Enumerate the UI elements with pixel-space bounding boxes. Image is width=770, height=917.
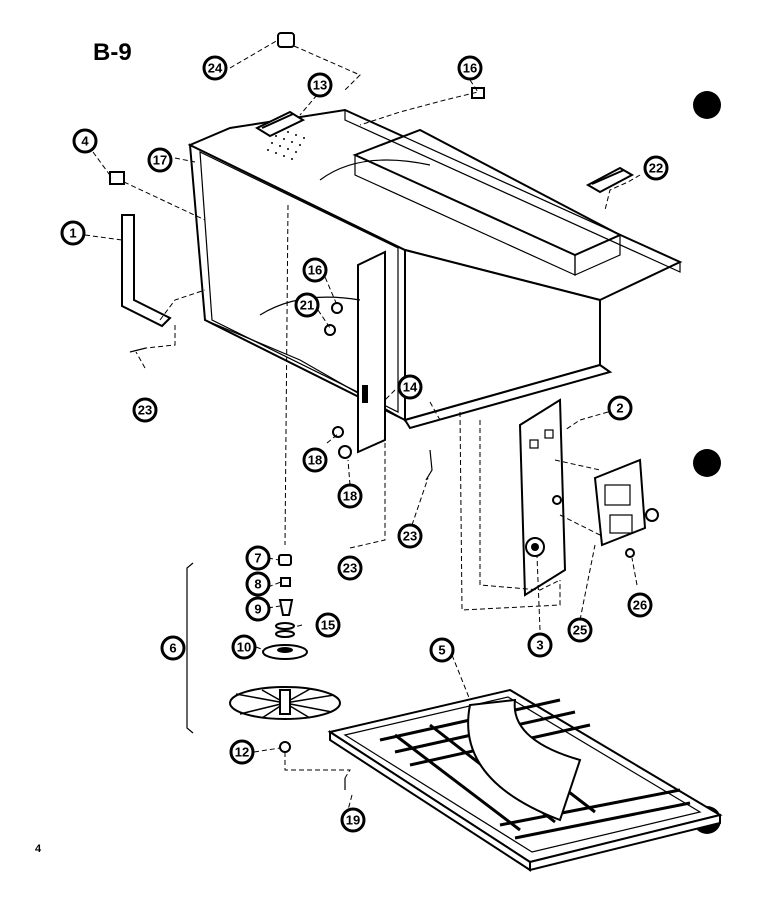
svg-text:1: 1 [69,226,76,241]
callout-26: 26 [627,592,653,618]
callout-15: 15 [315,612,341,638]
svg-text:25: 25 [573,623,587,638]
callout-9: 9 [245,596,271,622]
callout-22: 22 [643,155,669,181]
callout-8: 8 [245,571,271,597]
svg-text:4: 4 [81,134,89,149]
callout-7: 7 [245,545,271,571]
svg-text:5: 5 [438,643,445,658]
callout-17: 17 [147,147,173,173]
callout-21: 21 [294,292,320,318]
svg-text:21: 21 [300,298,314,313]
svg-text:18: 18 [308,453,322,468]
part-13-connector [254,110,306,138]
svg-text:10: 10 [237,640,251,655]
callout-23-mid: 23 [397,523,423,549]
svg-text:26: 26 [633,598,647,613]
callout-23-lower: 23 [337,555,363,581]
svg-text:13: 13 [313,78,327,93]
callout-18-left: 18 [302,447,328,473]
callout-3: 3 [527,632,553,658]
callout-4: 4 [72,128,98,154]
svg-text:17: 17 [153,153,167,168]
callout-10: 10 [231,634,257,660]
svg-text:19: 19 [346,813,360,828]
callout-25: 25 [567,617,593,643]
svg-text:9: 9 [254,602,261,617]
svg-text:7: 7 [254,551,261,566]
svg-text:18: 18 [343,489,357,504]
callout-12: 12 [229,739,255,765]
callout-19: 19 [340,807,366,833]
punch-hole-top [693,91,721,119]
svg-text:3: 3 [536,638,543,653]
callout-18-right: 18 [337,483,363,509]
diagram-title: B-9 [93,39,132,66]
svg-text:23: 23 [138,403,152,418]
callout-16-mid: 16 [302,257,328,283]
svg-text:14: 14 [403,380,418,395]
fan-assembly [229,554,341,753]
assembly-bracket [186,562,194,734]
part-22-connector [585,166,635,194]
base-tray [327,688,723,872]
part-24-cap [277,32,295,48]
svg-text:22: 22 [649,161,663,176]
svg-text:6: 6 [169,641,176,656]
callout-13: 13 [307,72,333,98]
punch-hole-middle [693,449,721,477]
leader-lines [84,39,641,811]
callout-6: 6 [160,635,186,661]
callout-2: 2 [607,395,633,421]
part-2-bracket [518,398,567,597]
page-number: 4 [35,843,42,855]
callout-5: 5 [429,637,455,663]
svg-text:8: 8 [254,577,261,592]
callout-24: 24 [202,55,228,81]
part-1-bracket [121,214,172,328]
svg-text:23: 23 [343,561,357,576]
part-25-switch [593,458,659,547]
svg-text:2: 2 [616,401,623,416]
callout-23-left: 23 [132,397,158,423]
callout-14: 14 [397,374,423,400]
callout-16-top: 16 [457,55,483,81]
svg-text:16: 16 [463,61,477,76]
svg-text:23: 23 [403,529,417,544]
svg-text:24: 24 [208,61,223,76]
callout-1: 1 [60,220,86,246]
svg-text:15: 15 [321,618,335,633]
svg-text:12: 12 [235,745,249,760]
svg-text:16: 16 [308,263,322,278]
cabinet-housing [187,108,683,454]
part-4-clip [109,171,125,185]
